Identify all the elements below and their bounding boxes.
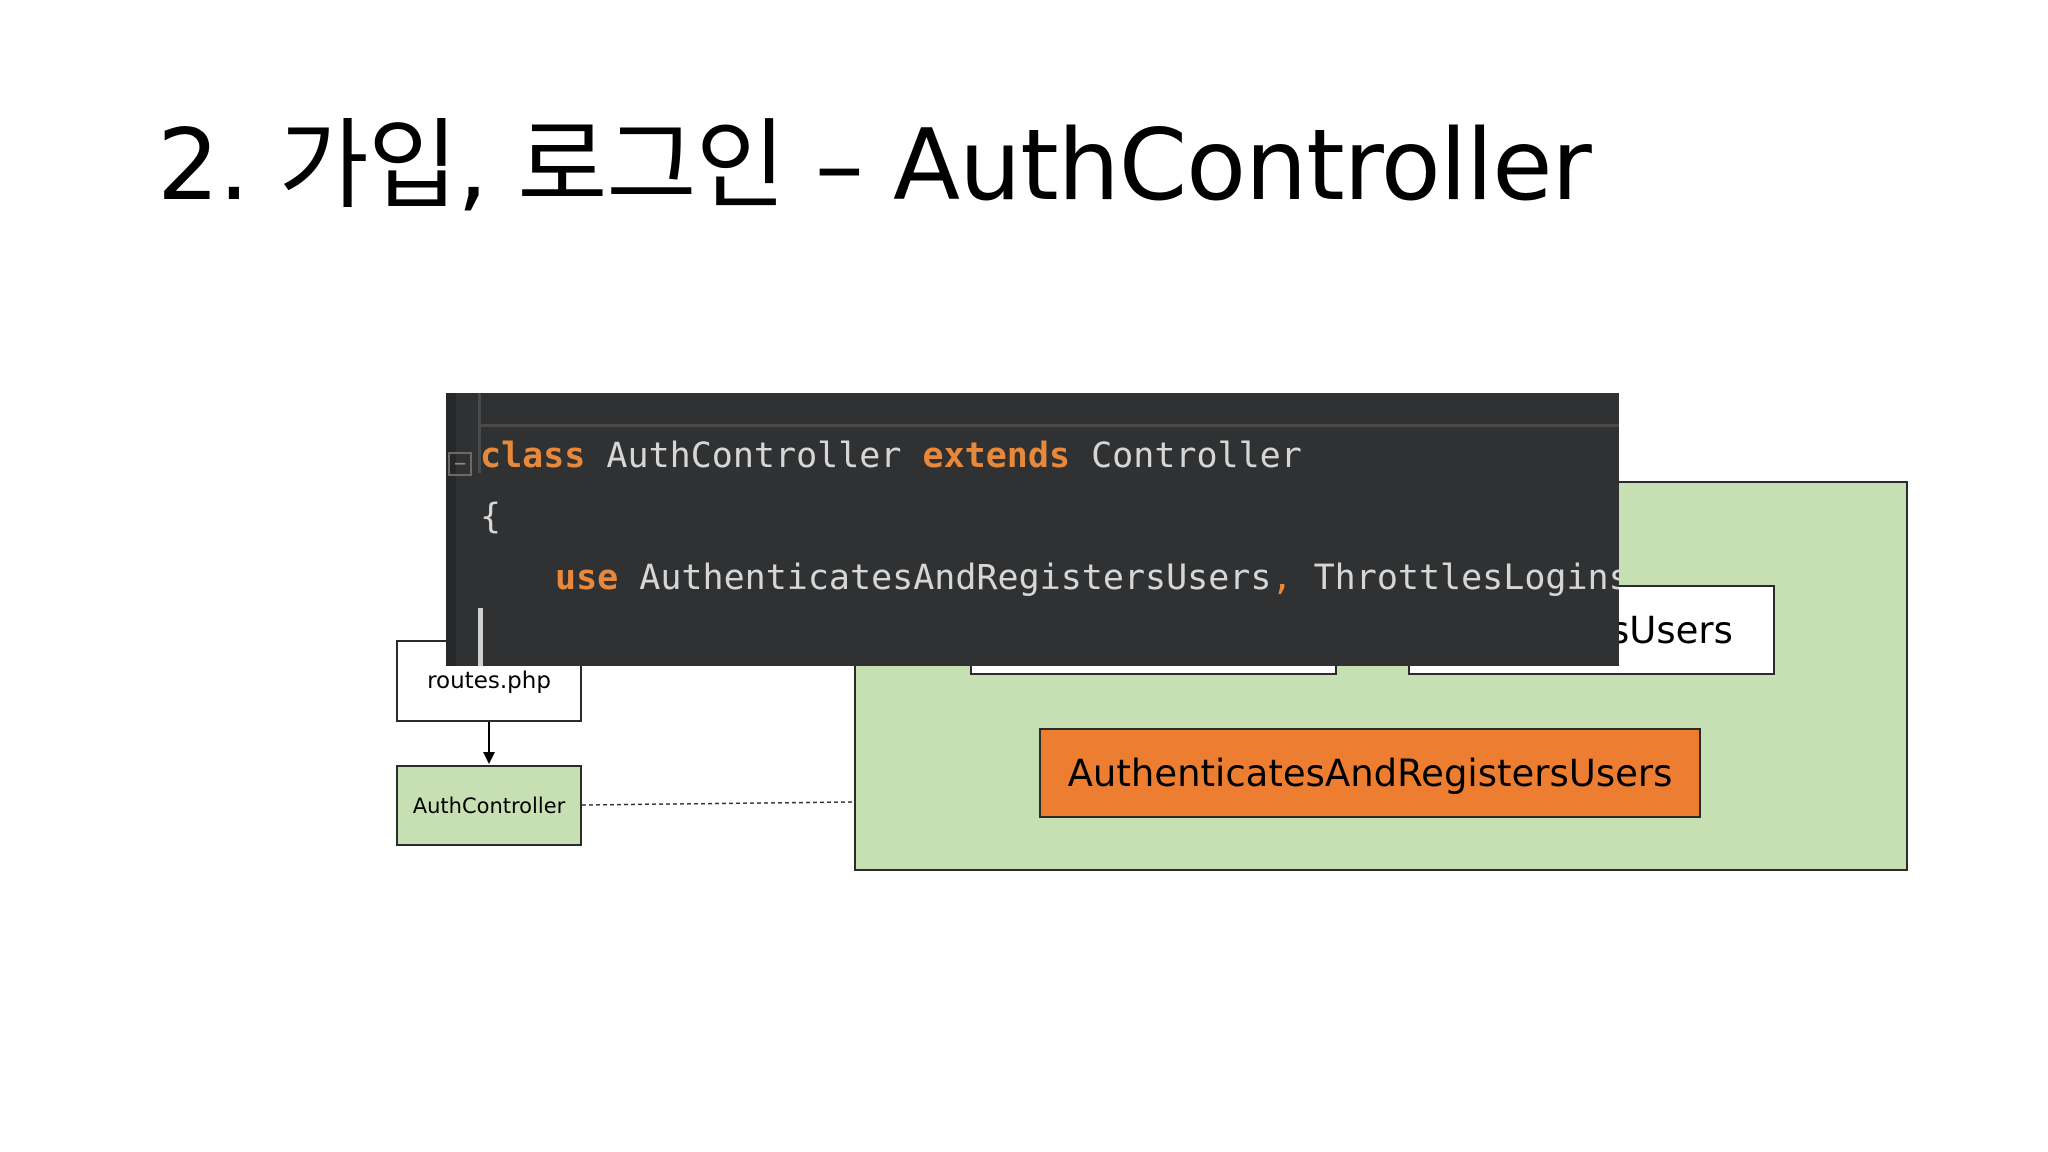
combined-trait-label: AuthenticatesAndRegistersUsers: [1067, 751, 1673, 795]
code-line-open-brace: {: [480, 497, 502, 537]
slide-title: 2. 가입, 로그인 – AuthController: [157, 109, 1592, 223]
fold-collapse-icon: −: [448, 452, 472, 476]
code-separator-line: [478, 424, 1619, 427]
routes-php-label: routes.php: [427, 668, 551, 694]
code-indent-guide: [478, 393, 481, 473]
keyword-use: use: [555, 558, 619, 598]
class-name: AuthController: [585, 436, 923, 476]
keyword-extends: extends: [922, 436, 1071, 476]
code-line-use-traits: use AuthenticatesAndRegistersUsers, Thro…: [555, 561, 1619, 596]
authcontroller-label: AuthController: [412, 793, 566, 818]
authenticates-and-registers-users-box: AuthenticatesAndRegistersUsers: [1039, 728, 1701, 818]
trait-name-authenticates: AuthenticatesAndRegistersUsers: [618, 558, 1272, 598]
trait-name-throttles: ThrottlesLogins: [1292, 558, 1619, 598]
authcontroller-box: AuthController: [396, 765, 582, 846]
parent-class-name: Controller: [1070, 436, 1302, 476]
comma-punctuation: ,: [1271, 558, 1293, 598]
text-cursor: [478, 608, 483, 666]
code-snippet-panel: − class AuthController extends Controlle…: [446, 393, 1619, 666]
trait-right-label: sUsers: [1610, 608, 1733, 652]
keyword-class: class: [480, 436, 586, 476]
authcontroller-to-panel-dashed-link: [581, 801, 855, 806]
code-gutter: [446, 393, 456, 666]
code-line-class-declaration: class AuthController extends Controller: [480, 439, 1302, 474]
